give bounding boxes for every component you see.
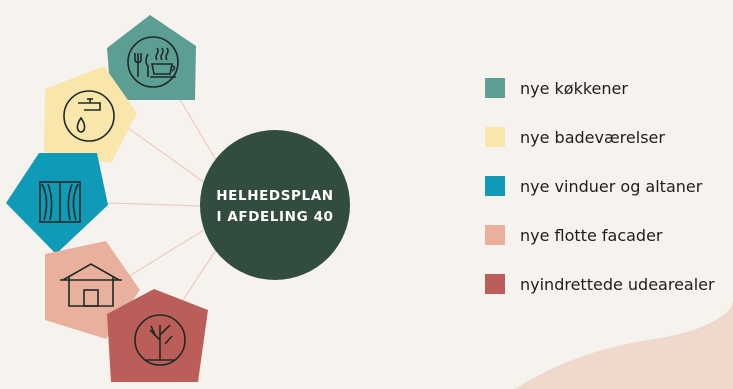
legend-item-facades: nye flotte facader	[485, 223, 733, 247]
connector-line	[106, 202, 201, 207]
house-facade-icon	[60, 263, 122, 307]
legend-swatch	[485, 274, 505, 294]
legend-label: nye køkkener	[520, 78, 628, 98]
legend: nye køkkener nye badeværelser nye vindue…	[485, 76, 733, 321]
legend-item-kitchens: nye køkkener	[485, 76, 733, 100]
legend-label: nyindrettede udearealer	[520, 274, 715, 294]
legend-item-windows: nye vinduer og altaner	[485, 174, 733, 198]
water-tap-icon	[63, 90, 115, 142]
legend-item-outdoor: nyindrettede udearealer	[485, 272, 733, 296]
kitchen-utensils-icon	[127, 36, 179, 88]
legend-label: nye vinduer og altaner	[520, 176, 703, 196]
legend-label: nye badeværelser	[520, 127, 665, 147]
legend-swatch	[485, 127, 505, 147]
legend-label: nye flotte facader	[520, 225, 663, 245]
pentagon-kitchen	[107, 15, 196, 100]
legend-swatch	[485, 78, 505, 98]
window-curtains-icon	[39, 181, 81, 223]
pentagon-bathroom	[44, 66, 137, 163]
hub-title-line-1: HELHEDSPLAN	[216, 188, 333, 204]
legend-item-bathrooms: nye badeværelser	[485, 125, 733, 149]
pentagon-outdoor	[107, 289, 208, 382]
decorative-blob	[515, 300, 733, 389]
legend-swatch	[485, 225, 505, 245]
pentagon-windows	[6, 153, 108, 254]
central-hub: HELHEDSPLAN I AFDELING 40	[200, 130, 350, 280]
legend-swatch	[485, 176, 505, 196]
tree-outdoor-icon	[134, 314, 186, 366]
hub-title-line-2: I AFDELING 40	[216, 209, 333, 225]
